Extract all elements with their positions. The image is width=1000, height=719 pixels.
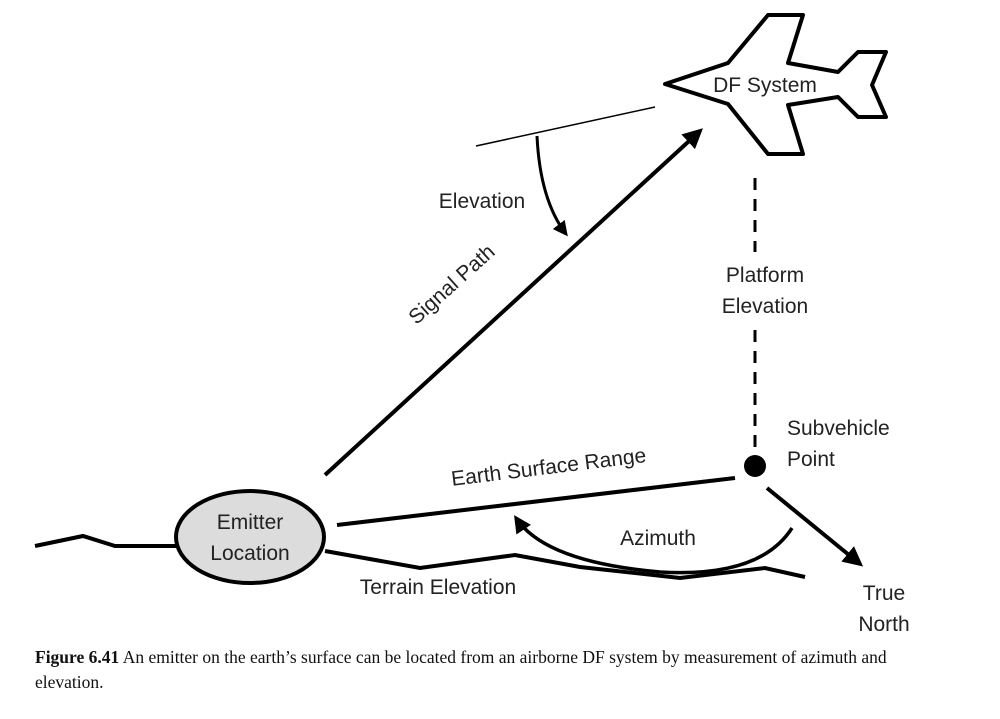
platform-elevation-label: Elevation (722, 295, 808, 318)
signal-path-arrow (323, 128, 703, 477)
terrain-elevation-label: Terrain Elevation (360, 576, 516, 599)
earth-surface-range-label: Earth Surface Range (450, 444, 647, 491)
elevation-label: Elevation (439, 190, 525, 213)
true-north-label: North (858, 613, 909, 636)
df-system-label: DF System (713, 74, 817, 97)
figure-caption: Figure 6.41 An emitter on the earth’s su… (35, 645, 935, 695)
subvehicle-point-dot (744, 455, 766, 477)
signal-path-label: Signal Path (404, 240, 499, 329)
terrain-line-right (324, 549, 806, 581)
azimuth-arrow (514, 515, 794, 575)
caption-text: An emitter on the earth’s surface can be… (35, 647, 887, 692)
azimuth-label: Azimuth (620, 527, 696, 550)
emitter-location-label: Location (210, 542, 289, 565)
elevation-arrow (535, 135, 568, 237)
emitter-location-label: Emitter (217, 511, 284, 534)
terrain-line-left (34, 533, 178, 548)
true-north-label: True (863, 582, 905, 605)
true-north-arrow (765, 486, 864, 567)
subvehicle-point-label: Point (787, 448, 835, 471)
platform-elevation-label: Platform (726, 264, 804, 287)
aircraft-icon (663, 13, 888, 156)
figure-number: Figure 6.41 (35, 647, 120, 667)
earth-surface-range-line (336, 476, 736, 527)
horizontal-reference-line (475, 106, 656, 147)
emitter-location-node (174, 489, 326, 585)
subvehicle-point-label: Subvehicle (787, 417, 890, 440)
